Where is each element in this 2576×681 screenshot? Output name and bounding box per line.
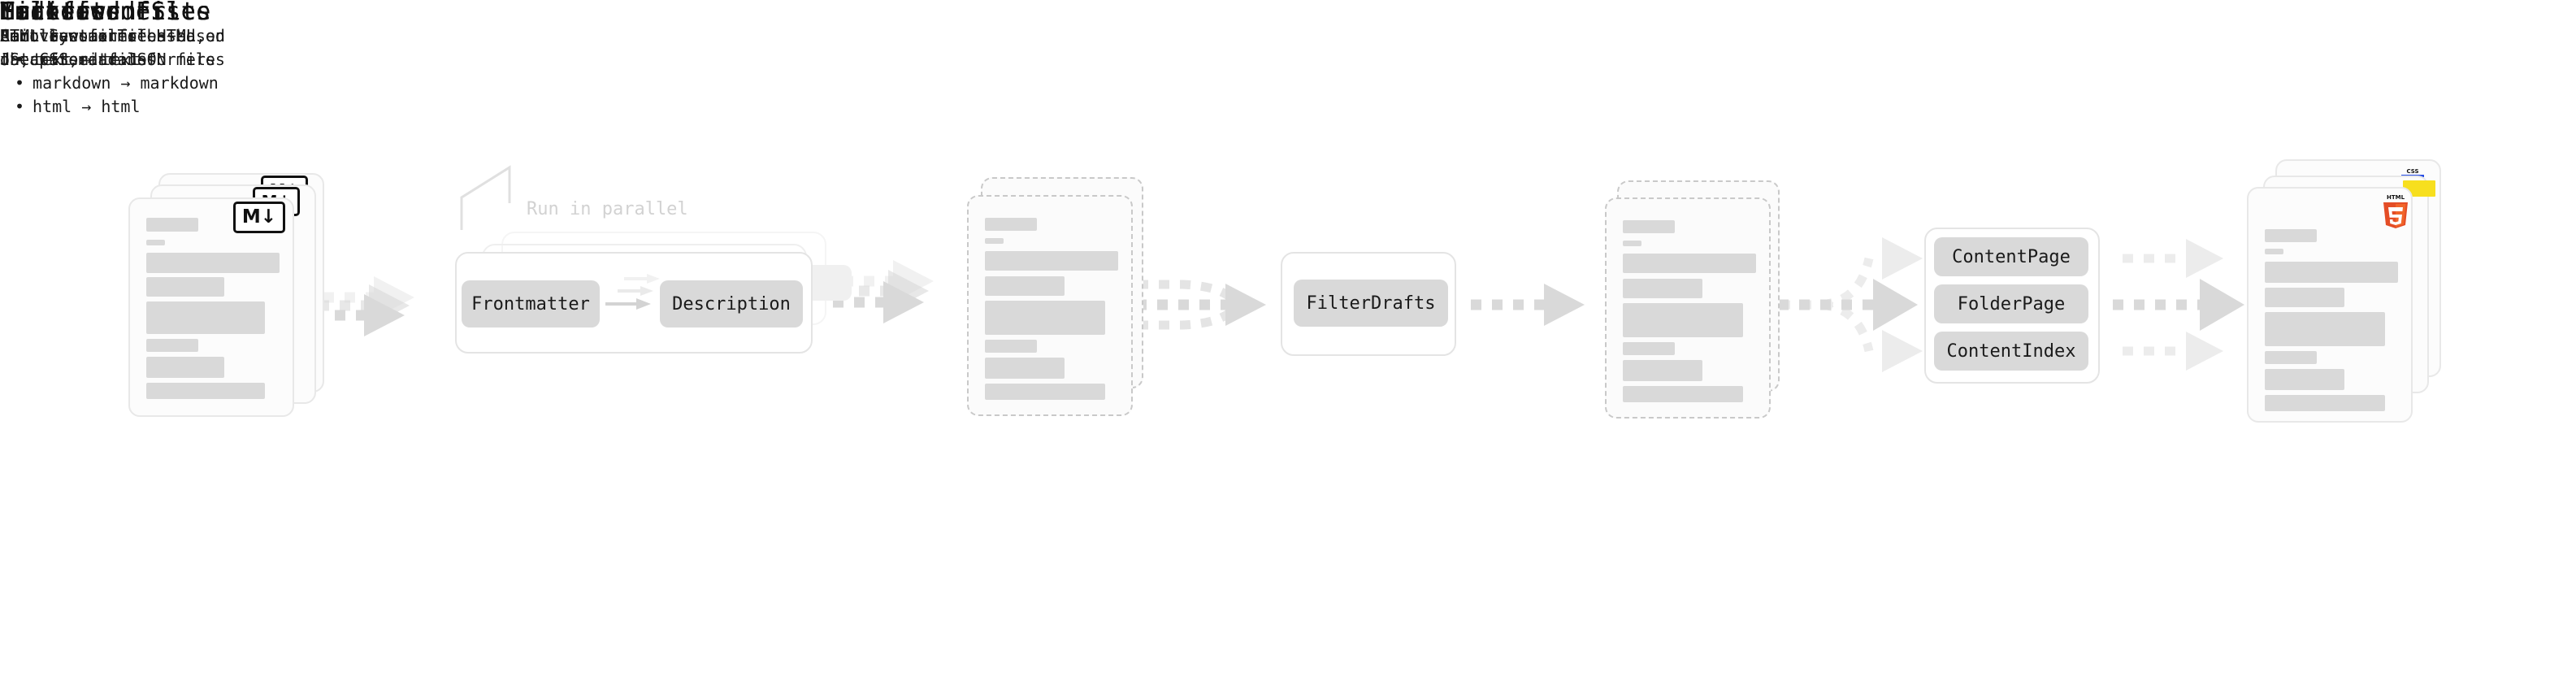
emitter-pill-label: ContentIndex: [1946, 340, 2076, 362]
stage-description: Can transform:: [0, 26, 137, 46]
doc-line: [2265, 369, 2344, 390]
doc-line: [985, 358, 1065, 379]
transformer-pill-label: Frontmatter: [471, 293, 590, 314]
doc-line: [985, 251, 1118, 271]
transform-bullet: html → html: [0, 95, 219, 119]
doc-line: [146, 277, 224, 297]
doc-line: [1623, 386, 1743, 402]
stage-heading: Filtered files: [0, 0, 211, 26]
filter-pill-label: FilterDrafts: [1306, 293, 1436, 314]
doc-line: [2265, 262, 2398, 283]
stage-heading: Modified files: [0, 0, 211, 26]
stage-modified-files: Modified files HTML Syntax Tree + data f…: [0, 0, 1143, 416]
doc-line: [2265, 229, 2317, 242]
doc-line: [1623, 220, 1675, 233]
doc-line: [1623, 254, 1756, 273]
stage-filters: FilterDrafts Filters Remove some files b…: [0, 0, 1456, 356]
svg-text:HTML: HTML: [2387, 194, 2405, 201]
doc-line: [146, 339, 198, 352]
doc-line: [146, 253, 280, 273]
doc-line: [1623, 360, 1702, 381]
transform-bullet: text → text: [0, 48, 219, 72]
doc-line: [1623, 241, 1641, 246]
stage-description: A collection of HTML, JS, CSS, and JSON …: [0, 26, 225, 69]
stage-markdown-files: M↓ M↓ M↓ Markdown Files: [0, 0, 324, 417]
transform-bullet: markdown → markdown: [0, 72, 219, 95]
arrow-modified-to-filters: [1136, 280, 1266, 330]
stage-description: HTML Syntax Tree + data from transformer…: [0, 26, 215, 69]
doc-line: [2265, 351, 2317, 364]
doc-line: [985, 238, 1004, 244]
doc-line: [2265, 395, 2385, 411]
stage-filtered-files: Filtered files: [0, 0, 1780, 419]
markdown-icon: M↓: [233, 202, 285, 233]
stage-emitters: ContentPage FolderPage ContentIndex Emit…: [0, 0, 2100, 384]
html5-icon: HTML: [2381, 193, 2410, 228]
transformer-pill-label: Description: [672, 293, 791, 314]
doc-line: [1623, 303, 1743, 337]
transformer-pill-frontmatter[interactable]: Frontmatter: [462, 280, 600, 327]
doc-line: [146, 357, 224, 378]
filtered-card-front: [1605, 197, 1771, 419]
doc-line: [1623, 342, 1675, 355]
stage-heading: Markdown Files: [0, 0, 211, 26]
doc-line: [985, 218, 1037, 231]
doc-line: [985, 301, 1105, 335]
doc-line: [146, 301, 265, 334]
arrow-emitters-to-site: [2113, 239, 2244, 371]
stage-description: Remove some files based on criteria: [0, 26, 225, 69]
transformer-pill-description[interactable]: Description: [660, 280, 803, 327]
site-card-front: [2247, 187, 2413, 423]
doc-line: [985, 276, 1065, 296]
doc-line: [2265, 249, 2283, 254]
stage-heading: Generated Site: [0, 0, 211, 26]
doc-line: [2265, 312, 2385, 346]
arrow-markdown-to-transformers: [314, 276, 414, 336]
svg-text:CSS: CSS: [2406, 168, 2418, 175]
emitter-pill-folderpage[interactable]: FolderPage: [1934, 284, 2088, 323]
emitter-pill-label: FolderPage: [1957, 293, 2066, 314]
arrow-filters-to-filtered: [1471, 284, 1585, 326]
doc-line: [2265, 288, 2344, 307]
doc-line: [985, 340, 1037, 353]
stage-heading: Emitters: [0, 0, 121, 26]
doc-line: [146, 240, 165, 245]
stage-description: Emit new files based on the parsed files: [0, 26, 225, 69]
stage-generated-site: CSS HTML Generated Site: [0, 0, 2441, 423]
doc-line: [146, 383, 265, 399]
emitter-pill-label: ContentPage: [1952, 246, 2071, 267]
stage-transformers: Run in parallel Frontmatter Description: [0, 0, 852, 354]
markdown-card-front: [128, 197, 294, 417]
emitter-pill-contentindex[interactable]: ContentIndex: [1934, 332, 2088, 371]
arrow-filtered-to-emitters: [1778, 237, 1923, 372]
doc-line: [1623, 279, 1702, 298]
transform-bullets: text → text markdown → markdown html → h…: [0, 48, 219, 119]
markdown-icon-label: M↓: [241, 206, 277, 228]
doc-line: [146, 218, 198, 232]
run-in-parallel-leader: [460, 165, 511, 230]
filter-pill-filterdrafts[interactable]: FilterDrafts: [1294, 280, 1448, 327]
modified-card-front: [967, 195, 1133, 416]
emitter-pill-contentpage[interactable]: ContentPage: [1934, 237, 2088, 276]
doc-line: [985, 384, 1105, 400]
stage-heading: Transformers: [0, 0, 181, 26]
run-in-parallel-label: Run in parallel: [527, 199, 688, 219]
stage-heading: Filters: [0, 0, 106, 26]
